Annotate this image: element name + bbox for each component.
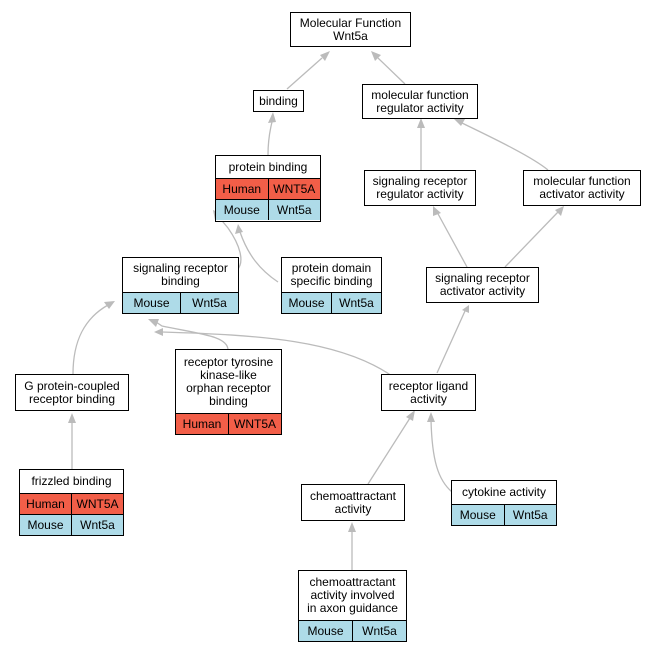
edge-rl-to-sr-binding — [161, 331, 393, 377]
node-mf-activator-activity[interactable]: molecular function activator activity — [523, 170, 641, 206]
arrowhead-gpcr-to-sr-binding — [104, 301, 115, 309]
mouse-ortholog-row: Mouse Wnt5a — [452, 504, 556, 525]
edge-pd-binding-to-protein-binding — [239, 231, 279, 283]
edge-regulator-to-root — [377, 57, 406, 85]
gene-label: WNT5A — [273, 182, 316, 196]
arrowhead-pd-binding-to-protein-binding — [235, 224, 243, 234]
human-ortholog-row: Human WNT5A — [20, 493, 123, 514]
node-chemoattractant-activity[interactable]: chemoattractant activity — [301, 484, 405, 521]
arrowhead-rtk-to-sr-binding — [148, 319, 159, 327]
mouse-ortholog-row: Mouse Wnt5a — [20, 514, 123, 535]
human-ortholog-row: Human WNT5A — [176, 413, 281, 434]
gene-label: Wnt5a — [362, 624, 397, 638]
arrowhead-mf-activator-to-mf-regulator — [453, 118, 465, 126]
species-label: Human — [20, 494, 72, 514]
mouse-ortholog-row: Mouse Wnt5a — [299, 620, 406, 641]
arrowhead-regulator-to-root — [371, 51, 381, 61]
arrowhead-protein-binding-to-binding — [268, 112, 276, 123]
species-label: Human — [176, 414, 229, 434]
arrowhead-frizzled-to-gpcr — [68, 413, 76, 423]
arrowhead-rl-to-sr-activator — [462, 305, 469, 313]
node-title: protein domain specific binding — [290, 261, 373, 288]
species-label: Mouse — [123, 293, 181, 313]
gene-label: Wnt5a — [80, 518, 115, 532]
node-title: signaling receptor activator activity — [435, 271, 530, 298]
edge-rtk-to-sr-binding — [155, 321, 229, 351]
node-molecular-function-root[interactable]: Molecular Function Wnt5a — [290, 12, 411, 47]
node-title: molecular function regulator activity — [371, 87, 469, 115]
gene-label: WNT5A — [76, 497, 119, 511]
edge-gpcr-to-sr-binding — [72, 304, 109, 375]
gene-label: Wnt5a — [339, 296, 374, 310]
arrowhead-chemo-axon-to-chemo — [348, 522, 356, 532]
node-binding[interactable]: binding — [253, 90, 304, 112]
node-title: receptor tyrosine kinase-like orphan rec… — [183, 354, 274, 408]
arrowhead-chemo-to-rl — [406, 410, 415, 421]
species-label: Mouse — [20, 515, 72, 535]
node-title: chemoattractant activity — [309, 488, 397, 516]
edge-protein-binding-to-binding — [267, 121, 273, 156]
species-label: Mouse — [216, 200, 269, 220]
node-title: G protein-coupled receptor binding — [24, 378, 120, 406]
node-title: molecular function activator activity — [533, 174, 631, 201]
edge-binding-to-root — [286, 57, 323, 90]
mouse-ortholog-row: Mouse Wnt5a — [282, 292, 381, 313]
node-title: Molecular Function Wnt5a — [299, 15, 402, 43]
node-title: chemoattractant activity involved in axo… — [307, 575, 398, 615]
edge-mf-activator-to-mf-regulator — [459, 121, 549, 171]
edge-sr-activator-to-sr-regulator — [436, 211, 468, 268]
gene-label: Wnt5a — [512, 508, 548, 522]
human-ortholog-row: Human WNT5A — [216, 178, 320, 199]
arrowhead-binding-to-root — [320, 51, 330, 61]
node-rtk-orphan-receptor-binding[interactable]: receptor tyrosine kinase-like orphan rec… — [175, 349, 282, 435]
node-title: signaling receptor regulator activity — [372, 174, 468, 201]
node-gpcr-binding[interactable]: G protein-coupled receptor binding — [15, 374, 129, 411]
node-chemoattractant-axon-guidance[interactable]: chemoattractant activity involved in axo… — [298, 570, 407, 642]
gene-label: Wnt5a — [276, 203, 312, 217]
mouse-ortholog-row: Mouse Wnt5a — [216, 199, 320, 220]
edge-chemo-to-rl — [367, 417, 411, 485]
node-title: cytokine activity — [461, 485, 547, 499]
node-title: protein binding — [228, 159, 308, 174]
arrowhead-sr-activator-to-sr-regulator — [433, 206, 441, 216]
node-protein-domain-specific-binding[interactable]: protein domain specific binding Mouse Wn… — [281, 257, 382, 314]
edge-cytokine-to-rl — [430, 419, 453, 493]
node-protein-binding[interactable]: protein binding Human WNT5A Mouse Wnt5a — [215, 155, 321, 222]
node-title: signaling receptor binding — [133, 261, 228, 288]
node-title: receptor ligand activity — [388, 378, 469, 406]
species-label: Mouse — [282, 293, 332, 313]
arrowhead-sr-regulator-to-mf-regulator — [417, 118, 425, 128]
node-title: frizzled binding — [31, 474, 112, 488]
gene-label: WNT5A — [234, 417, 276, 431]
species-label: Human — [216, 179, 269, 199]
edge-rl-to-sr-activator — [436, 310, 466, 374]
gene-label: Wnt5a — [192, 296, 227, 310]
node-sr-activator-activity[interactable]: signaling receptor activator activity — [426, 267, 539, 303]
node-receptor-ligand-activity[interactable]: receptor ligand activity — [381, 374, 476, 411]
arrowhead-sr-activator-to-mf-activator — [555, 206, 564, 216]
edge-sr-activator-to-mf-activator — [504, 211, 559, 268]
species-label: Mouse — [299, 621, 353, 641]
species-label: Mouse — [452, 505, 505, 525]
node-frizzled-binding[interactable]: frizzled binding Human WNT5A Mouse Wnt5a — [19, 469, 124, 536]
node-sr-regulator-activity[interactable]: signaling receptor regulator activity — [364, 170, 476, 206]
arrowhead-cytokine-to-rl — [427, 412, 435, 422]
node-mf-regulator-activity[interactable]: molecular function regulator activity — [362, 84, 478, 119]
edge-sr-binding-to-protein-binding — [217, 215, 242, 271]
node-title: binding — [259, 93, 298, 108]
mouse-ortholog-row: Mouse Wnt5a — [123, 292, 238, 313]
arrowhead-rl-to-sr-binding — [154, 328, 163, 336]
node-cytokine-activity[interactable]: cytokine activity Mouse Wnt5a — [451, 480, 557, 526]
node-signaling-receptor-binding[interactable]: signaling receptor binding Mouse Wnt5a — [122, 257, 239, 314]
